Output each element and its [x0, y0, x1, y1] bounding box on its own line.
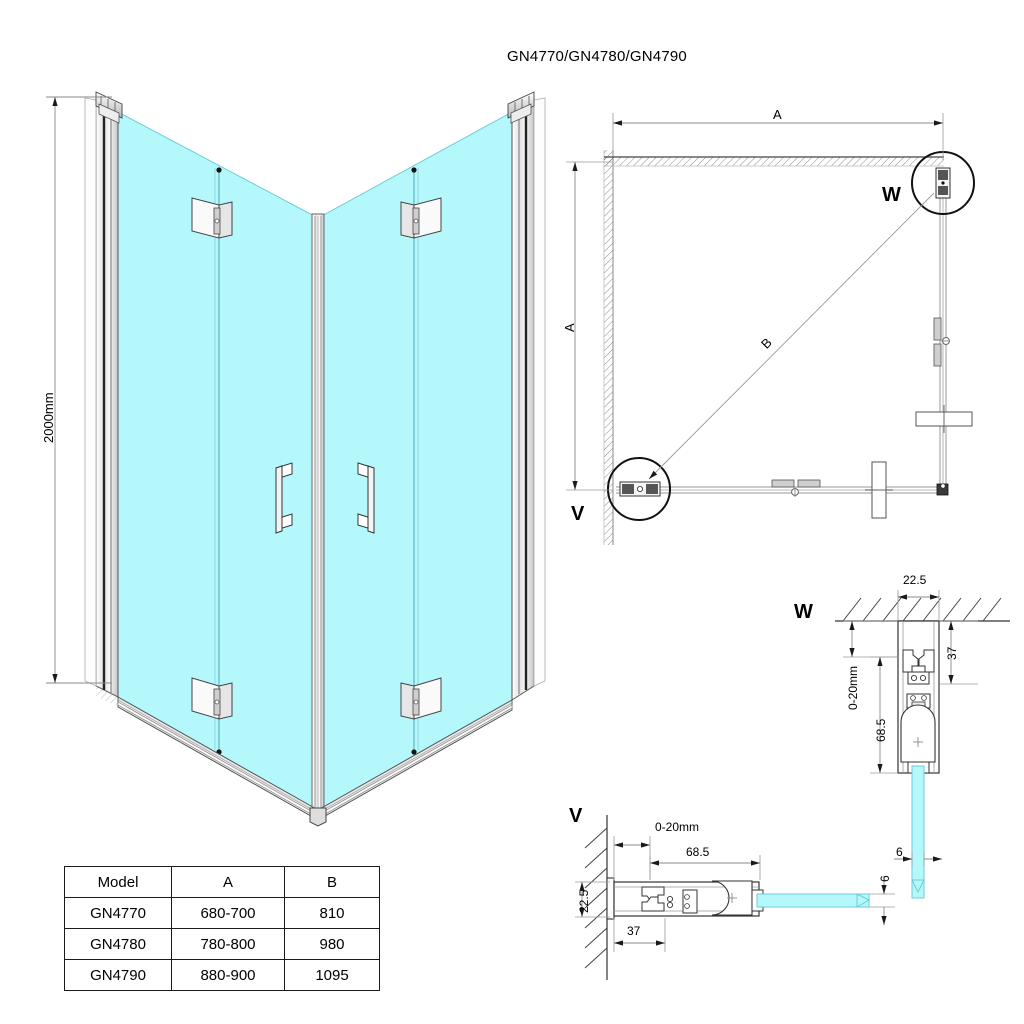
detail-v-glass: [756, 893, 870, 908]
detail-v-dim-685-label: 68.5: [686, 845, 710, 859]
height-dimension: [46, 96, 112, 684]
table-row: GN4790 880-900 1095: [64, 959, 380, 991]
detail-w-dim-37: [939, 620, 978, 685]
table-cell-model: GN4790: [64, 959, 172, 991]
plan-dim-a-vertical-label: A: [562, 323, 577, 332]
plan-corner-pivot: [936, 483, 949, 496]
detail-v-wall-plate: [606, 877, 615, 920]
table-cell-a: 880-900: [171, 959, 285, 991]
table-cell-b: 1095: [284, 959, 380, 991]
door-handle-right: [357, 462, 375, 534]
detail-v-dim-37: [613, 918, 666, 952]
table-header-row: Model A B: [64, 866, 380, 898]
hinge-bottom-right: [400, 677, 442, 720]
plan-glass-bottom: [616, 486, 944, 494]
detail-w-dim-6-label: 6: [896, 845, 903, 859]
top-bracket-left: [95, 91, 123, 124]
detail-w-dim-6: [894, 852, 942, 866]
detail-v-dim-685: [649, 855, 761, 880]
drawing-title: GN4770/GN4780/GN4790: [507, 48, 687, 65]
hinge-top-left: [191, 197, 233, 239]
detail-w-dim-gap: [843, 620, 898, 658]
detail-w-label: W: [794, 601, 813, 623]
detail-v-clamp: [641, 886, 674, 912]
detail-v-label: V: [569, 805, 583, 827]
detail-v-pivot: [682, 889, 698, 914]
detail-w-wall: [835, 597, 1010, 622]
detail-v-dim-6-label: 6: [878, 875, 892, 882]
detail-w-dim-37-label: 37: [945, 646, 959, 660]
table-header-model: Model: [64, 866, 172, 898]
detail-callout-v-label: V: [571, 503, 585, 525]
wall-profile-left: [84, 97, 119, 698]
plan-handle-right: [915, 405, 973, 433]
detail-view-v: [575, 815, 942, 980]
detail-w-dim-685: [870, 656, 898, 774]
detail-w-dim-gap-label: 0-20mm: [846, 665, 860, 710]
wall-profile-right: [511, 97, 546, 701]
detail-v-glass-tip: [856, 893, 871, 908]
table-row: GN4780 780-800 980: [64, 928, 380, 960]
table-cell-b: 980: [284, 928, 380, 960]
detail-w-dim-685-label: 68.5: [874, 718, 888, 742]
model-spec-table: Model A B GN4770 680-700 810 GN4780 780-…: [64, 866, 380, 991]
plan-dimension-a-horizontal: [612, 113, 944, 160]
hinge-bottom-left: [191, 677, 233, 720]
detail-w-glass-tip: [911, 879, 925, 894]
detail-v-barrel: [711, 880, 753, 916]
wall-vertical: [604, 150, 613, 545]
detail-callout-w-label: W: [882, 184, 901, 206]
plan-view: [566, 113, 975, 545]
door-stile-left: [214, 167, 222, 755]
table-header-b: B: [284, 866, 380, 898]
table-header-a: A: [171, 866, 285, 898]
table-cell-a: 680-700: [171, 897, 285, 929]
detail-w-dim-width: [897, 590, 940, 620]
top-bracket-right: [507, 91, 535, 124]
isometric-elevation-view: [46, 91, 546, 827]
corner-foot: [309, 807, 327, 827]
wall-horizontal: [604, 157, 944, 166]
diagonal-dimension-b: [648, 192, 935, 480]
detail-w-glass: [911, 765, 925, 899]
table-cell-model: GN4770: [64, 897, 172, 929]
detail-circle-v: [607, 457, 671, 521]
table-cell-b: 810: [284, 897, 380, 929]
corner-post: [311, 213, 325, 815]
plan-dimension-a-vertical: [566, 161, 613, 491]
detail-w-dim-width-label: 22.5: [903, 573, 927, 587]
detail-view-w: [835, 590, 1010, 899]
door-stile-right: [411, 167, 419, 755]
table-row: GN4770 680-700 810: [64, 897, 380, 929]
detail-v-dim-37-label: 37: [627, 924, 641, 938]
floor-hatch-left: [96, 686, 118, 707]
plan-hinge-right: [933, 317, 950, 367]
detail-w-upper-clamp: [902, 649, 935, 685]
detail-v-dim-225: [575, 881, 610, 918]
detail-v-dim-225-label: 22.5: [577, 889, 591, 913]
plan-handle-bottom: [865, 461, 893, 519]
detail-v-dim-gap: [613, 836, 651, 880]
table-cell-model: GN4780: [64, 928, 172, 960]
table-cell-a: 780-800: [171, 928, 285, 960]
detail-v-dim-gap-label: 0-20mm: [655, 820, 700, 834]
detail-v-dim-6: [869, 876, 895, 925]
height-dimension-label: 2000mm: [41, 392, 56, 443]
plan-hinge-bottom: [771, 479, 821, 497]
plan-dim-a-horizontal-label: A: [773, 107, 782, 122]
detail-w-barrel: [900, 704, 936, 763]
hinge-top-right: [400, 197, 442, 239]
door-handle-left: [275, 462, 293, 534]
